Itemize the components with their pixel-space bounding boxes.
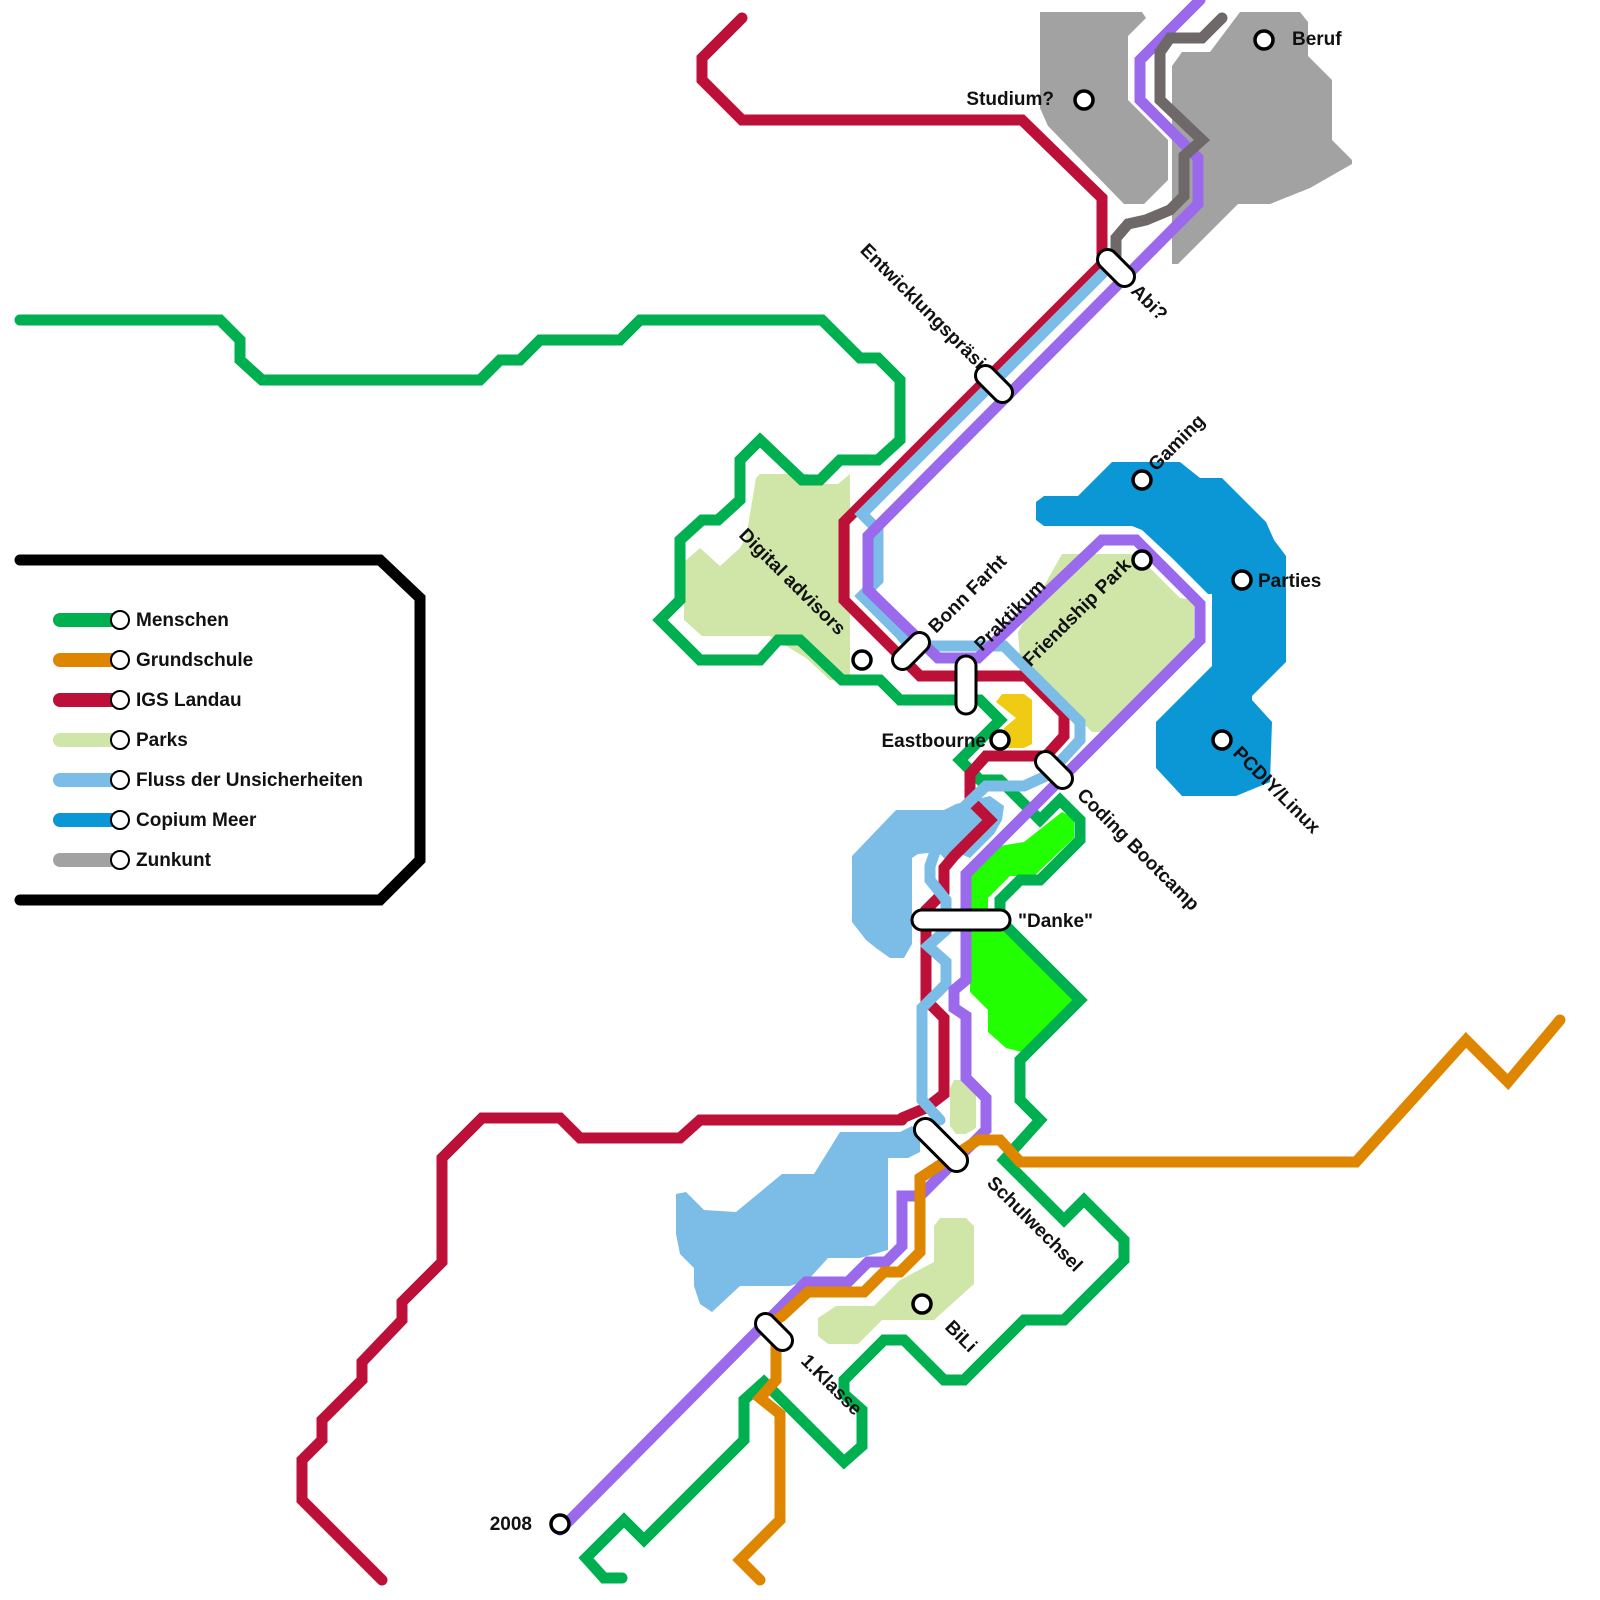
legend-label: Copium Meer	[136, 810, 257, 831]
line-grundschule[interactable]	[770, 1014, 1566, 1326]
park-small	[950, 1080, 976, 1134]
legend-item: Parks	[53, 730, 188, 751]
legend-station-icon	[110, 850, 130, 870]
legend-frame	[14, 554, 426, 906]
legend-item: Menschen	[53, 610, 229, 631]
menschen-line-top[interactable]	[14, 314, 1130, 1584]
zunkunt-area	[1040, 12, 1352, 264]
legend-label: Zunkunt	[136, 850, 212, 871]
parks-areas	[684, 474, 1194, 1344]
station-beruf[interactable]	[1253, 29, 1275, 51]
line-timeline[interactable]	[554, 0, 1206, 1536]
label-parties: Parties	[1258, 571, 1321, 592]
interchange-coding-bootcamp[interactable]	[1031, 747, 1076, 792]
interchange-abi[interactable]	[1093, 245, 1138, 290]
igs-line-south[interactable]	[296, 1112, 908, 1586]
label-beruf: Beruf	[1292, 29, 1342, 50]
station-bili[interactable]	[911, 1293, 933, 1315]
legend-station-icon	[110, 810, 130, 830]
legend-label: Parks	[136, 730, 188, 751]
stations	[549, 29, 1275, 1535]
interchange-praktikum[interactable]	[954, 654, 978, 716]
station-eastbourne[interactable]	[989, 729, 1011, 751]
legend-station-icon	[110, 730, 130, 750]
legend-label: Fluss der Unsicherheiten	[136, 770, 363, 791]
copium-meer-area	[1036, 462, 1286, 796]
legend-station-icon	[110, 770, 130, 790]
station-friendship-park[interactable]	[1131, 549, 1153, 571]
park-bili	[818, 1218, 974, 1344]
legend-label: Grundschule	[136, 650, 253, 671]
legend-item: Zunkunt	[53, 850, 212, 871]
station-studium[interactable]	[1073, 89, 1095, 111]
station-parties[interactable]	[1231, 569, 1253, 591]
interchanges	[751, 245, 1138, 1354]
label-danke: "Danke"	[1018, 911, 1093, 932]
igs-line-north[interactable]	[696, 12, 1108, 1124]
fluss-lake-lower	[676, 1126, 920, 1312]
line-menschen[interactable]	[14, 314, 1130, 1584]
legend-station-icon	[110, 610, 130, 630]
legend-item: Grundschule	[53, 650, 253, 671]
line-fluss[interactable]	[854, 268, 1108, 1126]
label-studium: Studium?	[966, 89, 1054, 110]
station-2008[interactable]	[549, 1513, 571, 1535]
zunkunt-area-beruf	[1172, 12, 1352, 264]
legend-label: IGS Landau	[136, 690, 242, 711]
coding-bootcamp-area	[970, 812, 1074, 1052]
legend-item: Fluss der Unsicherheiten	[53, 770, 363, 791]
label-bili: BiLi	[940, 1317, 980, 1357]
label-abi: Abi?	[1126, 281, 1171, 326]
station-pcdiy-linux[interactable]	[1211, 729, 1233, 751]
label-coding-bootcamp: Coding Bootcamp	[1072, 785, 1203, 916]
interchange-erste-klasse[interactable]	[751, 1309, 796, 1354]
station-gaming[interactable]	[1131, 469, 1153, 491]
zunkunt-area-studium	[1040, 12, 1168, 204]
label-2008: 2008	[490, 1514, 532, 1535]
legend-item: IGS Landau	[53, 690, 242, 711]
park-friendship	[1018, 554, 1194, 732]
legend-station-icon	[110, 650, 130, 670]
interchange-schulwechsel[interactable]	[910, 1114, 972, 1176]
interchange-danke[interactable]	[910, 908, 1012, 932]
line-igs-landau[interactable]	[296, 12, 1108, 1586]
label-eastbourne: Eastbourne	[881, 731, 986, 752]
legend-station-icon	[110, 690, 130, 710]
park-digital-advisors	[684, 474, 850, 680]
line-zunkunt[interactable]	[1110, 12, 1228, 270]
legend-item: Copium Meer	[53, 810, 257, 831]
station-digital-advisors[interactable]	[851, 649, 873, 671]
interchange-entwicklungspraesi[interactable]	[971, 361, 1016, 406]
legend-label: Menschen	[136, 610, 229, 631]
grundschule-south-branch[interactable]	[732, 1314, 786, 1586]
interchange-bonn-fahrt[interactable]	[888, 628, 933, 673]
